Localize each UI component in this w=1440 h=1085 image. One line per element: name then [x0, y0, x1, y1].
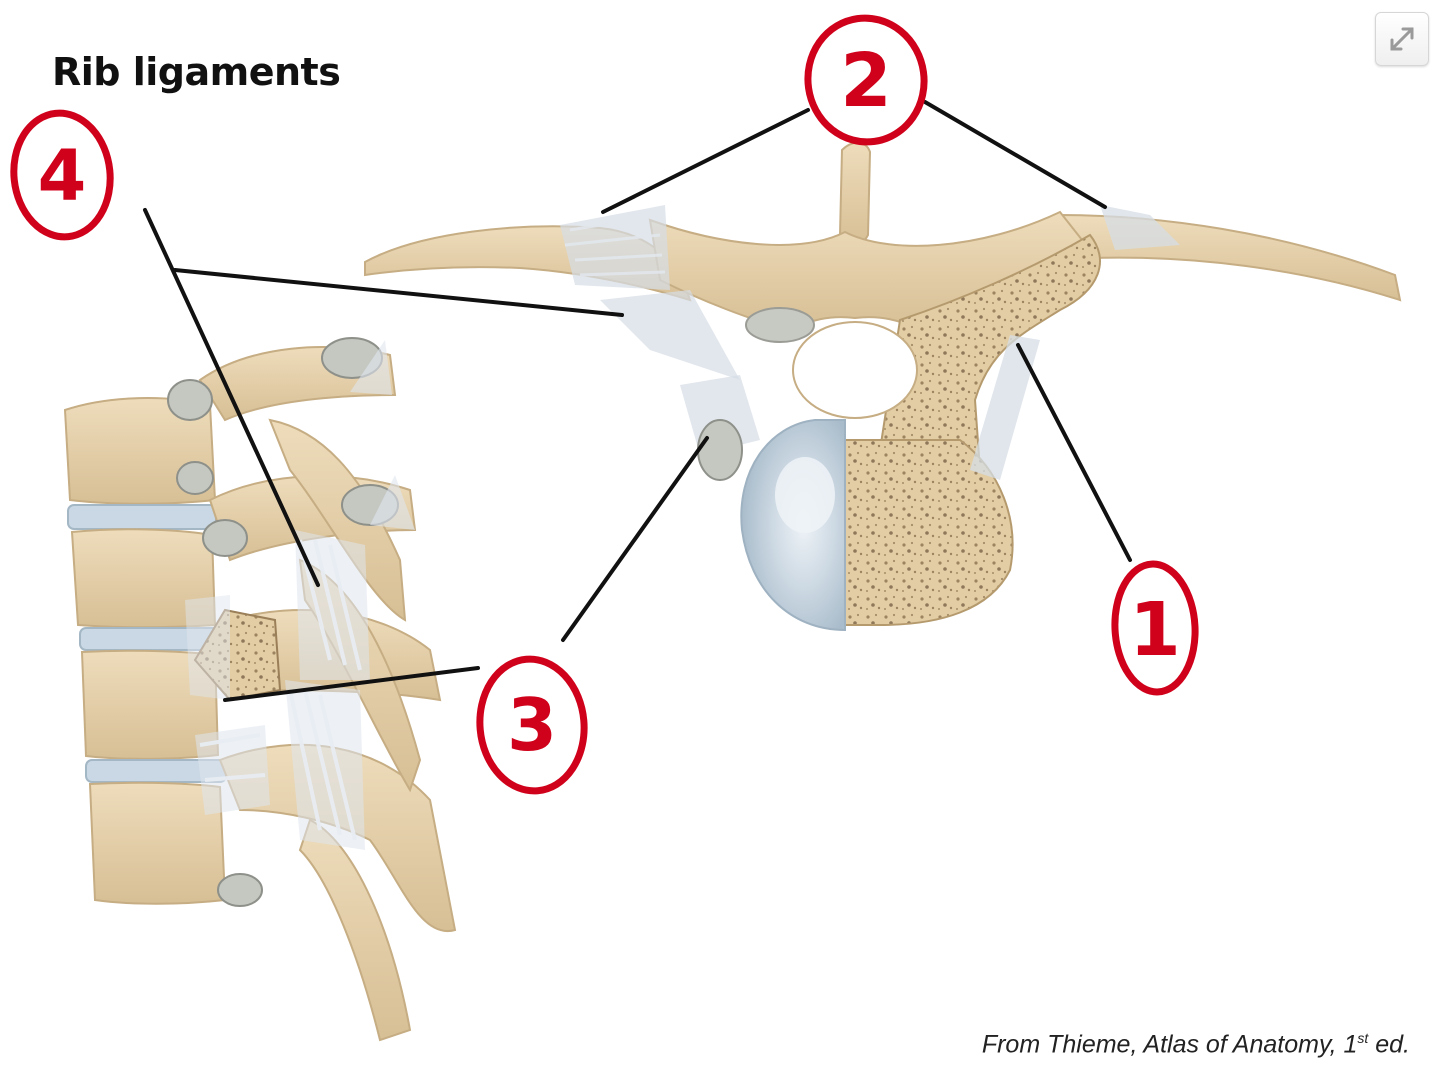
label-3: 3: [476, 655, 588, 795]
label-2: 2: [804, 14, 928, 146]
vertebral-foramen: [792, 321, 918, 419]
credit-superscript: st: [1357, 1030, 1369, 1046]
label-3-text: 3: [507, 683, 557, 767]
expand-button[interactable]: [1375, 12, 1429, 66]
label-1-text: 1: [1129, 587, 1181, 673]
label-2-text: 2: [840, 38, 892, 124]
image-credit: From Thieme, Atlas of Anatomy, 1st ed.: [982, 1030, 1410, 1059]
credit-suffix: ed.: [1368, 1030, 1410, 1059]
spinous-process: [838, 141, 872, 248]
leader-lines: [143, 100, 1132, 702]
label-4: 4: [10, 109, 114, 241]
label-1: 1: [1111, 560, 1199, 696]
expand-icon: [1390, 27, 1414, 51]
slide-title: Rib ligaments: [52, 50, 341, 94]
spine-lateral-view: [63, 337, 457, 1042]
label-4-text: 4: [38, 135, 87, 217]
credit-text: From Thieme, Atlas of Anatomy, 1: [981, 1030, 1358, 1059]
vertebra-top-view: [364, 141, 1402, 632]
